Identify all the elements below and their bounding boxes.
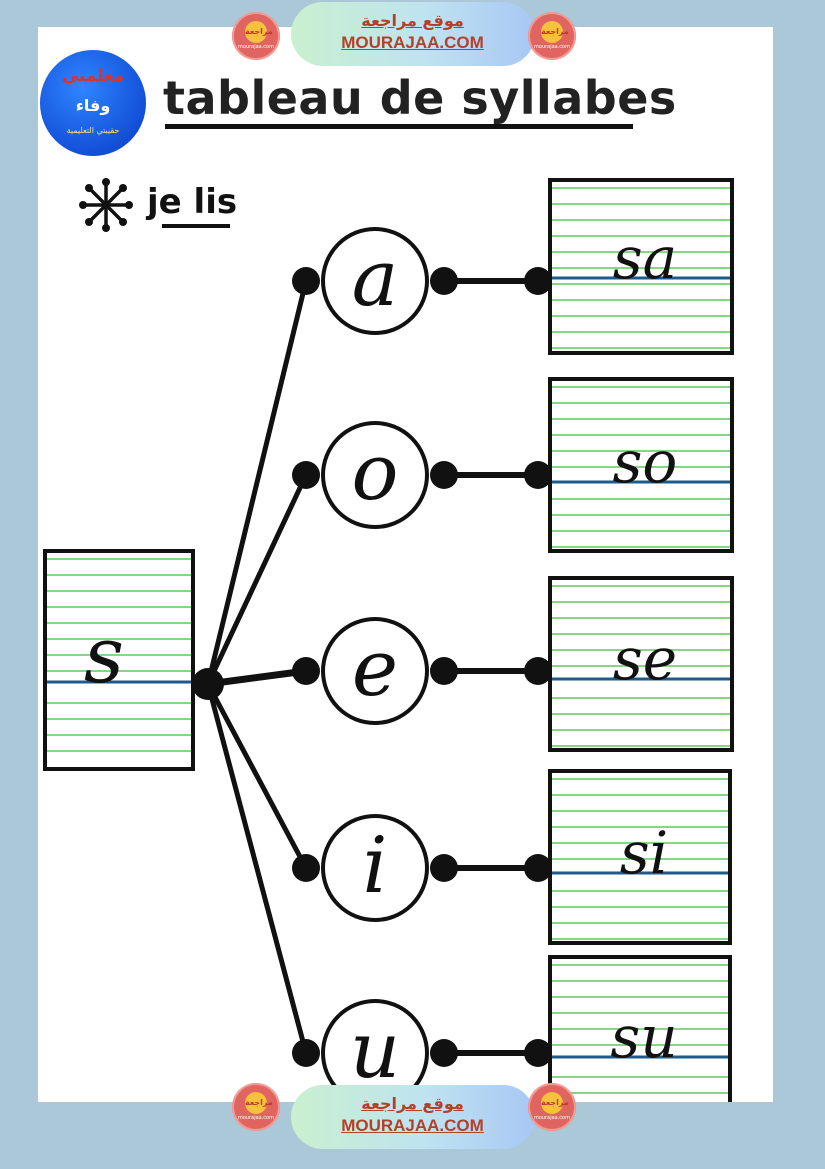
syllable-box: so [548, 377, 734, 553]
connector-dot [292, 657, 320, 685]
site-badge-icon: مراجعة mourajaa.com [528, 12, 576, 60]
logo-line-2: وفاء [75, 96, 111, 115]
connector-line [205, 473, 309, 686]
syllable-box-border [548, 769, 732, 945]
vowel-node: u [321, 999, 429, 1102]
syllable-box: su [548, 955, 732, 1102]
syllable-box-background [550, 379, 732, 551]
syllable-box-background [550, 180, 732, 353]
syllable-text: si [620, 819, 668, 887]
syllable-box: si [548, 769, 732, 945]
consonant-box-border [43, 549, 195, 771]
hub-dot [192, 668, 224, 700]
title-underline [165, 124, 633, 129]
badge-caption: mourajaa.com [237, 44, 274, 50]
teacher-logo: معلمتي وفاء حقيبتي التعليمية [40, 50, 146, 156]
vowel-circle [321, 999, 429, 1102]
vowel-circle [321, 421, 429, 529]
vowel-circle [321, 814, 429, 922]
syllable-box-border [548, 955, 732, 1102]
logo-line-1: معلمتي [61, 66, 125, 86]
consonant-box: s [43, 549, 195, 771]
syllable-text: se [613, 625, 677, 693]
banner-arabic-label[interactable]: موقع مراجعة [361, 1094, 464, 1113]
syllable-text: sa [613, 224, 677, 292]
badge-glyph: مراجعة [541, 1092, 569, 1114]
syllable-box-border [548, 576, 734, 752]
badge-glyph: مراجعة [245, 1092, 273, 1114]
logo-line-3: حقيبتي التعليمية [66, 126, 120, 135]
section-heading: je lis [147, 182, 238, 222]
connector-line [207, 667, 307, 688]
syllable-box: se [548, 576, 734, 752]
badge-glyph: مراجعة [245, 21, 273, 43]
vowel-letter: a [352, 234, 399, 324]
site-badge-icon: مراجعة mourajaa.com [528, 1083, 576, 1131]
consonant-letter: s [84, 611, 124, 701]
syllable-text: so [613, 428, 678, 496]
badge-caption: mourajaa.com [237, 1115, 274, 1121]
connector-dot [292, 1039, 320, 1067]
connector-line [205, 683, 309, 1054]
vowel-node: a [321, 227, 429, 335]
section-heading-underline [162, 224, 230, 228]
connector-line [205, 682, 309, 870]
syllable-box: sa [548, 178, 734, 355]
vowel-letter: i [363, 821, 388, 911]
connector-dot [524, 657, 552, 685]
vowel-letter: o [352, 428, 399, 518]
vowel-circle [321, 617, 429, 725]
connector-dot [524, 854, 552, 882]
badge-glyph: مراجعة [541, 21, 569, 43]
banner-arabic-label[interactable]: موقع مراجعة [361, 11, 464, 30]
banner-site-link[interactable]: MOURAJAA.COM [341, 33, 484, 52]
vowel-node: o [321, 421, 429, 529]
connector-dot [524, 461, 552, 489]
site-banner-bottom[interactable]: موقع مراجعة MOURAJAA.COM [290, 1085, 535, 1149]
page-title: tableau de syllabes [163, 71, 677, 125]
connector-dot [292, 267, 320, 295]
syllable-box-background [550, 578, 732, 750]
badge-caption: mourajaa.com [533, 44, 570, 50]
vowel-circle [321, 227, 429, 335]
syllable-box-background [550, 771, 730, 943]
vowel-node: e [321, 617, 429, 725]
connector-dot [524, 1039, 552, 1067]
syllable-box-border [548, 377, 734, 553]
syllable-text: su [610, 1003, 677, 1071]
connector-dot [292, 854, 320, 882]
connector-dot [524, 267, 552, 295]
vowel-letter: u [350, 1006, 400, 1096]
site-banner-top[interactable]: موقع مراجعة MOURAJAA.COM [290, 2, 535, 66]
badge-caption: mourajaa.com [533, 1115, 570, 1121]
syllable-box-border [548, 178, 734, 355]
connector-line [205, 280, 309, 685]
site-badge-icon: مراجعة mourajaa.com [232, 12, 280, 60]
connector-dot [292, 461, 320, 489]
vowel-node: i [321, 814, 429, 922]
consonant-box-background [45, 551, 193, 769]
vowel-letter: e [352, 624, 398, 714]
asterisk-icon [79, 178, 133, 232]
site-badge-icon: مراجعة mourajaa.com [232, 1083, 280, 1131]
banner-site-link[interactable]: MOURAJAA.COM [341, 1116, 484, 1135]
